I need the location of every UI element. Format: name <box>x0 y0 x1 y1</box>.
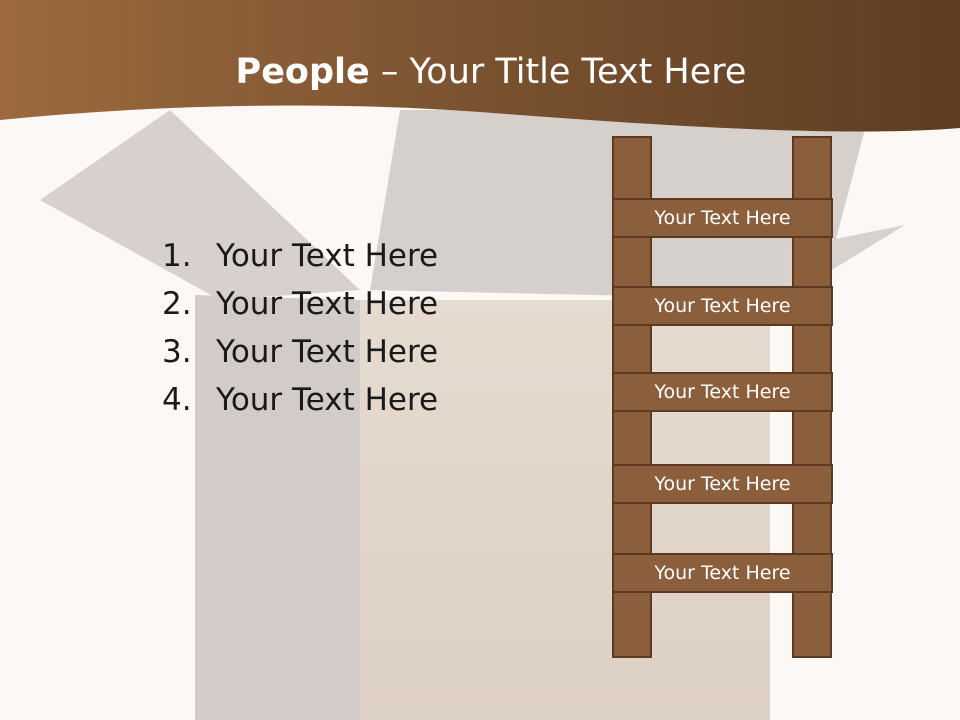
title-rest: Your Title Text Here <box>409 52 747 92</box>
list-number: 3. <box>162 334 192 370</box>
list-number: 4. <box>162 382 192 418</box>
ladder-rung: Your Text Here <box>612 553 833 593</box>
list-text: Your Text Here <box>216 382 439 418</box>
rung-label: Your Text Here <box>654 207 791 229</box>
header-band <box>0 0 960 132</box>
title-bold: People <box>235 52 370 92</box>
ladder-rung: Your Text Here <box>612 372 833 412</box>
numbered-list: 1. Your Text Here 2. Your Text Here 3. Your… <box>162 232 438 424</box>
list-number: 2. <box>162 286 192 322</box>
list-number: 1. <box>162 238 192 274</box>
rung-label: Your Text Here <box>654 381 791 403</box>
slide-title: People – Your Title Text Here <box>0 52 960 92</box>
box-flap-left <box>40 110 360 300</box>
rung-label: Your Text Here <box>654 562 791 584</box>
title-dash: – <box>369 52 410 92</box>
rung-label: Your Text Here <box>654 473 791 495</box>
ladder-rung: Your Text Here <box>612 198 833 238</box>
list-item: 3. Your Text Here <box>162 328 438 376</box>
box-side <box>195 295 360 720</box>
ladder-rung: Your Text Here <box>612 286 833 326</box>
list-text: Your Text Here <box>216 238 439 274</box>
rung-label: Your Text Here <box>654 295 791 317</box>
list-item: 2. Your Text Here <box>162 280 438 328</box>
list-text: Your Text Here <box>216 286 439 322</box>
list-item: 1. Your Text Here <box>162 232 438 280</box>
ladder-rung: Your Text Here <box>612 464 833 504</box>
list-text: Your Text Here <box>216 334 439 370</box>
list-item: 4. Your Text Here <box>162 376 438 424</box>
